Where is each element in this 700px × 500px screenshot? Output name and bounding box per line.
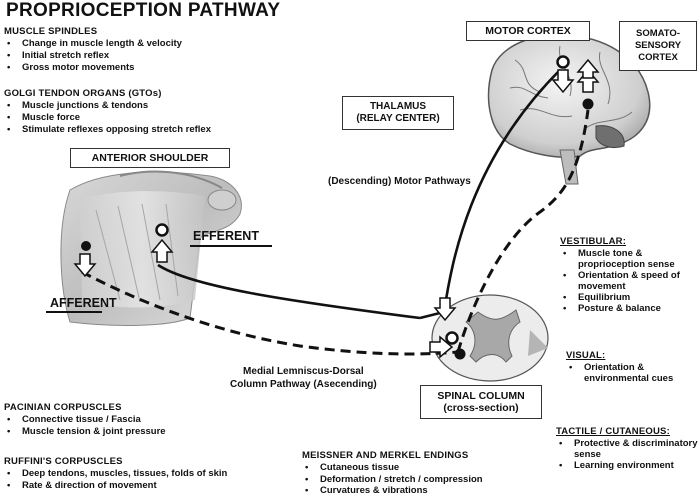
ruffini-section: RUFFINI'S CORPUSCLES Deep tendons, muscl… bbox=[4, 456, 294, 492]
right-arrow-icon bbox=[429, 335, 454, 359]
pacinian-section: PACINIAN CORPUSCLES Connective tissue / … bbox=[4, 402, 284, 438]
list-item: Orientation & speed of movement bbox=[560, 270, 700, 292]
vestibular-heading: VESTIBULAR: bbox=[560, 236, 627, 247]
visual-heading: VISUAL: bbox=[566, 350, 606, 361]
vestibular-list: Muscle tone & proprioception sense Orien… bbox=[560, 248, 700, 314]
motor-cortex-label: MOTOR CORTEX bbox=[466, 21, 590, 41]
tactile-heading: TACTILE / CUTANEOUS: bbox=[556, 426, 670, 437]
list-item: Protective & discriminatory sense bbox=[556, 438, 700, 460]
vestibular-section: VESTIBULAR: Muscle tone & proprioception… bbox=[560, 236, 700, 314]
thalamus-label: THALAMUS (RELAY CENTER) bbox=[342, 96, 454, 130]
medial-lemniscus-label: Medial Lemniscus-Dorsal Column Pathway (… bbox=[230, 365, 377, 391]
spinal-cross-section bbox=[431, 294, 549, 382]
up-arrow-icon bbox=[150, 238, 174, 263]
medial-line: Medial Lemniscus-Dorsal bbox=[243, 366, 364, 377]
list-item: Posture & balance bbox=[560, 303, 700, 314]
ascending-sensory-pathway bbox=[81, 109, 590, 356]
list-item: Change in muscle length & velocity bbox=[4, 38, 304, 50]
list-item: Learning environment bbox=[556, 460, 700, 471]
muscle-spindles-heading: MUSCLE SPINDLES bbox=[4, 26, 98, 37]
anterior-shoulder-label: ANTERIOR SHOULDER bbox=[70, 148, 230, 168]
afferent-receptor-dot bbox=[81, 241, 91, 251]
medial-line: Column Pathway (Asecending) bbox=[230, 379, 377, 390]
efferent-label: EFFERENT bbox=[193, 229, 259, 243]
efferent-terminal-dot bbox=[155, 223, 169, 237]
gto-list: Muscle junctions & tendons Muscle force … bbox=[4, 100, 324, 136]
list-item: Deformation / stretch / compression bbox=[302, 474, 552, 486]
list-item: Connective tissue / Fascia bbox=[4, 414, 284, 426]
somatosensory-line: SENSORY bbox=[634, 40, 682, 51]
list-item: Muscle tone & proprioception sense bbox=[560, 248, 700, 270]
spinal-column-label: SPINAL COLUMN (cross-section) bbox=[420, 385, 542, 419]
spinal-line: SPINAL COLUMN bbox=[437, 390, 525, 402]
pacinian-list: Connective tissue / Fascia Muscle tensio… bbox=[4, 414, 284, 438]
pacinian-heading: PACINIAN CORPUSCLES bbox=[4, 402, 122, 413]
ruffini-list: Deep tendons, muscles, tissues, folds of… bbox=[4, 468, 294, 492]
visual-list: Orientation & environmental cues bbox=[566, 362, 698, 384]
shoulder-illustration bbox=[60, 170, 242, 326]
spinal-sensory-neuron-dot bbox=[454, 348, 466, 360]
list-item: Orientation & environmental cues bbox=[566, 362, 698, 384]
cortex-sensory-dot bbox=[582, 98, 594, 110]
list-item: Gross motor movements bbox=[4, 62, 304, 74]
descending-pathway-label: (Descending) Motor Pathways bbox=[328, 176, 471, 187]
list-item: Curvatures & vibrations bbox=[302, 485, 552, 497]
somatosensory-cortex-label: SOMATO- SENSORY CORTEX bbox=[619, 21, 697, 71]
list-item: Muscle tension & joint pressure bbox=[4, 426, 284, 438]
list-item: Rate & direction of movement bbox=[4, 480, 294, 492]
down-arrow-icon bbox=[73, 253, 97, 278]
down-arrow-icon bbox=[551, 69, 575, 94]
afferent-label: AFFERENT bbox=[50, 296, 117, 310]
down-arrow-icon bbox=[433, 297, 457, 322]
meissner-section: MEISSNER AND MERKEL ENDINGS Cutaneous ti… bbox=[302, 450, 552, 497]
cortex-motor-dot bbox=[556, 55, 570, 69]
meissner-list: Cutaneous tissue Deformation / stretch /… bbox=[302, 462, 552, 497]
visual-section: VISUAL: Orientation & environmental cues bbox=[566, 350, 698, 384]
somatosensory-line: CORTEX bbox=[638, 52, 678, 63]
list-item: Initial stretch reflex bbox=[4, 50, 304, 62]
list-item: Muscle force bbox=[4, 112, 324, 124]
thalamus-line: THALAMUS bbox=[369, 101, 427, 112]
list-item: Cutaneous tissue bbox=[302, 462, 552, 474]
muscle-spindles-list: Change in muscle length & velocity Initi… bbox=[4, 38, 304, 74]
tactile-list: Protective & discriminatory sense Learni… bbox=[556, 438, 700, 471]
list-item: Equilibrium bbox=[560, 292, 700, 303]
spinal-motor-neuron-dot bbox=[445, 331, 459, 345]
ruffini-heading: RUFFINI'S CORPUSCLES bbox=[4, 456, 123, 467]
tactile-section: TACTILE / CUTANEOUS: Protective & discri… bbox=[556, 426, 700, 471]
somatosensory-line: SOMATO- bbox=[636, 28, 680, 39]
meissner-heading: MEISSNER AND MERKEL ENDINGS bbox=[302, 450, 469, 461]
list-item: Deep tendons, muscles, tissues, folds of… bbox=[4, 468, 294, 480]
spinal-line: (cross-section) bbox=[443, 402, 519, 414]
muscle-spindles-section: MUSCLE SPINDLES Change in muscle length … bbox=[4, 26, 304, 74]
list-item: Stimulate reflexes opposing stretch refl… bbox=[4, 124, 324, 136]
up-arrow-icon bbox=[576, 58, 600, 79]
list-item: Muscle junctions & tendons bbox=[4, 100, 324, 112]
thalamus-line: (RELAY CENTER) bbox=[356, 113, 440, 124]
gto-section: GOLGI TENDON ORGANS (GTOs) Muscle juncti… bbox=[4, 88, 324, 136]
page-title: PROPRIOCEPTION PATHWAY bbox=[6, 0, 281, 21]
gto-heading: GOLGI TENDON ORGANS (GTOs) bbox=[4, 88, 162, 99]
